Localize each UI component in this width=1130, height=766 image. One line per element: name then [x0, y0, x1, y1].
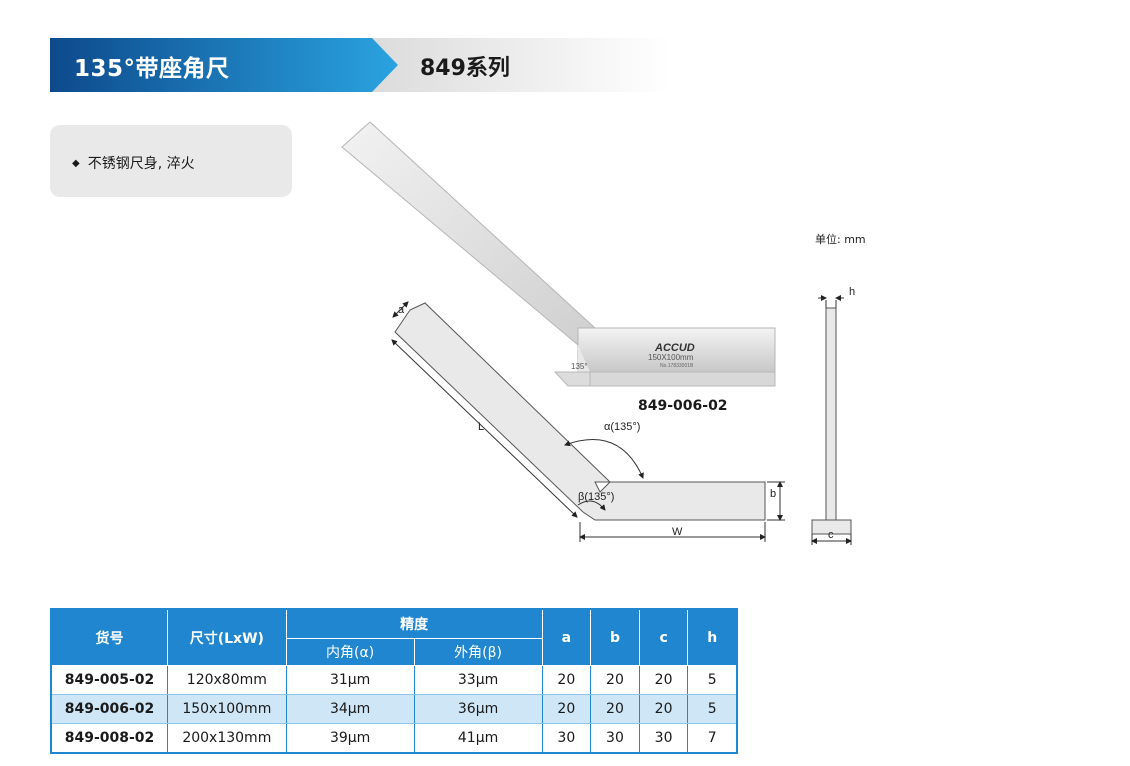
dimension-labels: a L α(135°) β(135°) b W h c [398, 286, 855, 541]
cell-inner: 31μm [285, 665, 415, 695]
header-outer-angle: 外角(β) [413, 638, 543, 666]
spec-table: 货号 尺寸(LxW) 精度 a b c h 内角(α) 外角(β) 849-00… [50, 608, 738, 754]
cell-outer: 36μm [413, 694, 543, 724]
header-c: c [638, 608, 689, 666]
cell-size: 200x130mm [167, 723, 287, 754]
table-header-row: 货号 尺寸(LxW) 精度 a b c h [50, 608, 738, 666]
cell-a: 20 [541, 665, 592, 695]
cell-item-no: 849-006-02 [50, 694, 169, 724]
cell-c: 20 [638, 665, 689, 695]
angle-mark: 135° [571, 362, 588, 371]
cell-h: 7 [687, 723, 738, 754]
cell-item-no: 849-005-02 [50, 665, 169, 695]
cell-a: 20 [541, 694, 592, 724]
square-photo: ACCUD 150X100mm No.17833001B 135° [341, 121, 776, 387]
cell-c: 20 [638, 694, 689, 724]
table-row: 849-008-02 200x130mm 39μm 41μm 30 30 30 … [50, 723, 738, 754]
header-size: 尺寸(LxW) [167, 608, 287, 666]
dim-label-h: h [849, 286, 855, 298]
cell-a: 30 [541, 723, 592, 754]
header-b: b [590, 608, 640, 666]
header-banner: 135°带座角尺 849系列 [50, 38, 670, 92]
diamond-bullet-icon: ◆ [72, 158, 80, 169]
cell-item-no: 849-008-02 [50, 723, 169, 754]
cell-outer: 33μm [413, 665, 543, 695]
dim-label-beta: β(135°) [578, 491, 614, 503]
cell-b: 20 [590, 665, 640, 695]
cell-b: 20 [590, 694, 640, 724]
cell-b: 30 [590, 723, 640, 754]
dim-label-b: b [770, 488, 776, 500]
unit-label: 单位: mm [815, 233, 866, 246]
page-title: 135°带座角尺 [74, 56, 230, 82]
cell-h: 5 [687, 665, 738, 695]
cell-c: 30 [638, 723, 689, 754]
header-inner-angle: 内角(α) [285, 638, 415, 666]
feature-box: ◆ 不锈钢尺身, 淬火 [50, 125, 292, 197]
cell-size: 150x100mm [167, 694, 287, 724]
blade-size-text: 150X100mm [648, 353, 694, 362]
table-row: 849-005-02 120x80mm 31μm 33μm 20 20 20 5 [50, 665, 738, 695]
series-title: 849系列 [420, 56, 510, 81]
cell-inner: 39μm [285, 723, 415, 754]
cell-outer: 41μm [413, 723, 543, 754]
table-subheader-row: 内角(α) 外角(β) [51, 638, 737, 666]
brand-logo: ACCUD [654, 342, 695, 354]
dim-label-c: c [828, 529, 834, 541]
banner-background [50, 38, 670, 92]
header-a: a [541, 608, 592, 666]
header-precision: 精度 [285, 608, 543, 639]
table-row: 849-006-02 150x100mm 34μm 36μm 20 20 20 … [50, 694, 738, 724]
dim-label-W: W [672, 526, 683, 538]
cell-size: 120x80mm [167, 665, 287, 695]
feature-item: ◆ 不锈钢尺身, 淬火 [72, 153, 195, 173]
serial-text: No.17833001B [660, 363, 694, 369]
dimension-drawing [391, 295, 852, 545]
header-h: h [687, 608, 738, 666]
model-caption: 849-006-02 [638, 398, 728, 414]
cell-inner: 34μm [285, 694, 415, 724]
dim-label-L: L [478, 421, 484, 433]
dim-label-a: a [398, 304, 405, 316]
cell-h: 5 [687, 694, 738, 724]
feature-text: 不锈钢尺身, 淬火 [87, 156, 195, 172]
product-illustration: ACCUD 150X100mm No.17833001B 135° [341, 121, 855, 545]
header-item-no: 货号 [50, 608, 169, 666]
dim-label-alpha: α(135°) [604, 421, 640, 433]
